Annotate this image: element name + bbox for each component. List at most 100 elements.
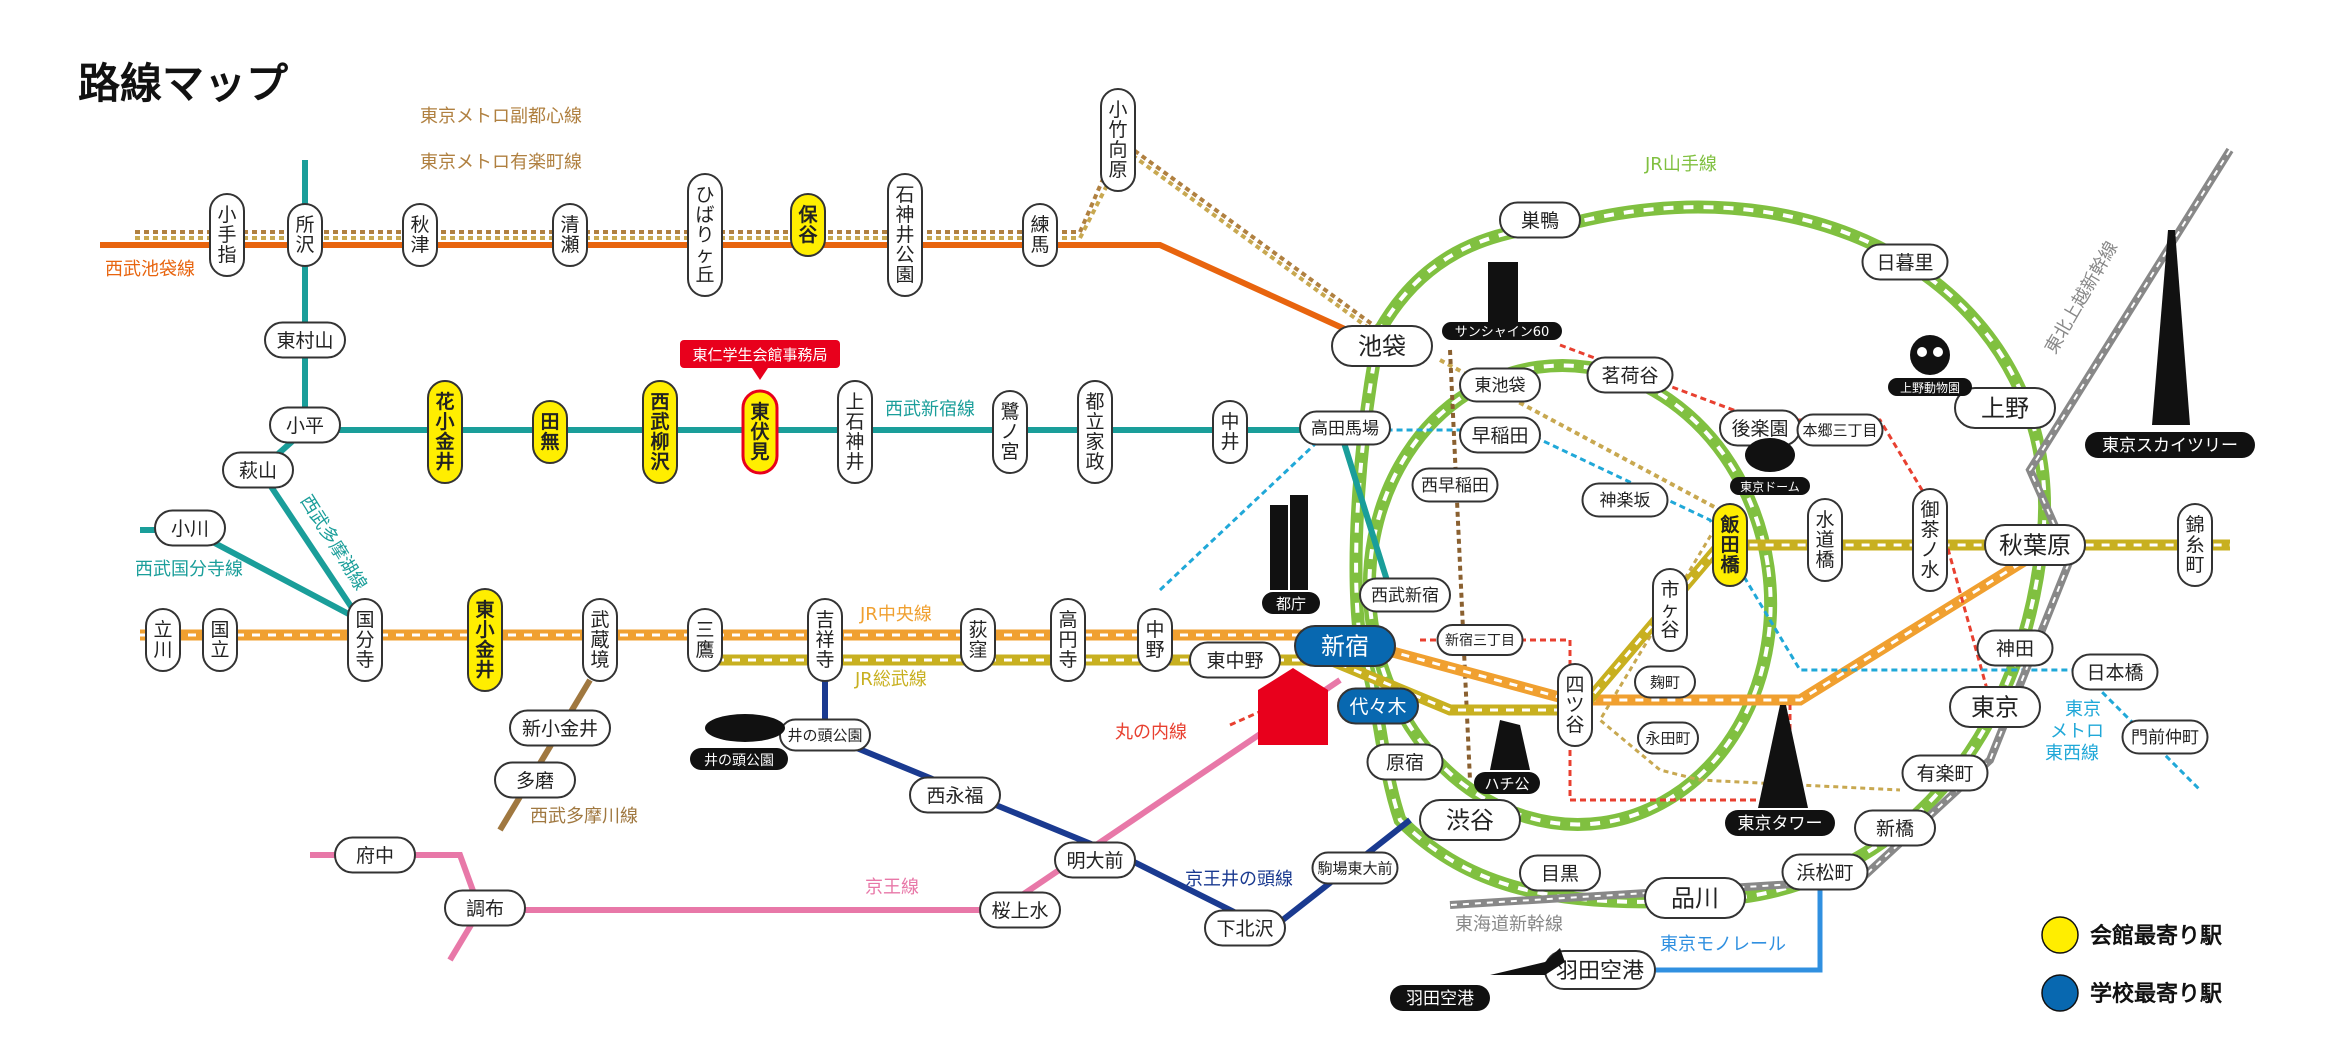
- station-label: 西武柳沢: [650, 391, 670, 473]
- station-label: 四ツ谷: [1565, 674, 1584, 736]
- station-shakujii[interactable]: 石神井公園: [887, 173, 923, 297]
- station-label: 西永福: [926, 785, 983, 807]
- station-yoyogi[interactable]: 代々木: [1337, 687, 1419, 725]
- station-iidabashi[interactable]: 飯田橋: [1712, 503, 1748, 587]
- station-inokashirakoen[interactable]: 井の頭公園: [779, 718, 871, 752]
- station-tokyo[interactable]: 東京: [1949, 686, 2041, 728]
- station-kamishakujii[interactable]: 上石神井: [837, 380, 873, 484]
- station-nakano[interactable]: 中野: [1137, 608, 1173, 672]
- label-chuo: JR中央線: [859, 604, 932, 625]
- station-saginomiya[interactable]: 鷺ノ宮: [992, 390, 1028, 474]
- station-haijima[interactable]: 萩山: [222, 451, 294, 489]
- station-kunitachi[interactable]: 国立: [202, 608, 238, 672]
- station-kagurazaka[interactable]: 神楽坂: [1581, 482, 1669, 518]
- svg-text:井の頭公園: 井の頭公園: [704, 753, 774, 769]
- station-label: 日暮里: [1876, 252, 1933, 274]
- station-takadanobaba[interactable]: 高田馬場: [1299, 410, 1391, 446]
- station-nerima[interactable]: 練馬: [1022, 203, 1058, 267]
- station-label: 武蔵境: [590, 609, 609, 671]
- station-nagatacho[interactable]: 永田町: [1637, 721, 1699, 755]
- station-tanashi[interactable]: 田無: [532, 400, 568, 464]
- label-seibu-ikebukuro: 西武池袋線: [105, 259, 195, 280]
- station-fuchu[interactable]: 府中: [334, 836, 416, 874]
- station-higashinakano[interactable]: 東中野: [1189, 641, 1281, 679]
- station-kotakemukaihara[interactable]: 小竹向原: [1100, 88, 1136, 192]
- legend: 会館最寄り駅 学校最寄り駅: [2041, 916, 2222, 1012]
- station-seibushinjuku[interactable]: 西武新宿: [1359, 577, 1451, 613]
- station-shinagawa[interactable]: 品川: [1644, 877, 1746, 919]
- station-komabatodaimae[interactable]: 駒場東大前: [1311, 851, 1399, 885]
- yamanote-loop: [1349, 200, 2051, 909]
- station-nihonbashi[interactable]: 日本橋: [2071, 653, 2159, 691]
- station-tama[interactable]: 多磨: [494, 761, 576, 799]
- station-monzennakacho[interactable]: 門前仲町: [2121, 719, 2209, 755]
- station-kojimachi[interactable]: 麹町: [1634, 665, 1696, 699]
- station-haneda[interactable]: 羽田空港: [1544, 950, 1656, 990]
- station-kanda[interactable]: 神田: [1976, 629, 2054, 667]
- station-shinjuku[interactable]: 新宿: [1294, 625, 1396, 667]
- station-meidaimae[interactable]: 明大前: [1054, 841, 1136, 879]
- station-hanakoganei[interactable]: 花小金井: [427, 380, 463, 484]
- station-label: 羽田空港: [1556, 959, 1644, 984]
- station-yotsuya[interactable]: 四ツ谷: [1557, 663, 1593, 747]
- station-nakai[interactable]: 中井: [1212, 400, 1248, 464]
- station-shibuya[interactable]: 渋谷: [1419, 799, 1521, 841]
- station-higashikoganei[interactable]: 東小金井: [467, 588, 503, 692]
- station-shinkoganei[interactable]: 新小金井: [509, 709, 611, 747]
- station-ogawa[interactable]: 小川: [154, 509, 226, 547]
- station-suidobashi[interactable]: 水道橋: [1807, 498, 1843, 582]
- station-label: 本郷三丁目: [1802, 421, 1877, 439]
- svg-text:都庁: 都庁: [1276, 595, 1306, 613]
- station-label: 練馬: [1030, 214, 1049, 256]
- station-ichigaya[interactable]: 市ヶ谷: [1652, 568, 1688, 652]
- station-shimbashi[interactable]: 新橋: [1854, 809, 1936, 847]
- station-nishieifuku[interactable]: 西永福: [909, 776, 1001, 814]
- station-higashiikebukuro[interactable]: 東池袋: [1459, 367, 1541, 403]
- station-meguro[interactable]: 目黒: [1519, 854, 1601, 892]
- station-ogikubo[interactable]: 荻窪: [960, 608, 996, 672]
- station-kokubunji[interactable]: 国分寺: [347, 598, 383, 682]
- station-tachikawa[interactable]: 立川: [145, 608, 181, 672]
- station-kodaira[interactable]: 小平: [269, 406, 341, 444]
- station-higashimurayama[interactable]: 東村山: [264, 321, 346, 359]
- station-sakurajosui[interactable]: 桜上水: [979, 891, 1061, 929]
- station-ochanomizu[interactable]: 御茶ノ水: [1912, 488, 1948, 592]
- station-harajuku[interactable]: 原宿: [1366, 743, 1444, 781]
- station-ueno[interactable]: 上野: [1954, 387, 2056, 429]
- station-nishiwaseda[interactable]: 西早稲田: [1411, 467, 1499, 503]
- station-musashisakai[interactable]: 武蔵境: [582, 598, 618, 682]
- station-nishiyagisawa[interactable]: 西武柳沢: [642, 380, 678, 484]
- station-kichijoji[interactable]: 吉祥寺: [807, 598, 843, 682]
- station-label: 秋葉原: [1999, 532, 2071, 560]
- station-hibarigaoka[interactable]: ひばりヶ丘: [687, 173, 723, 297]
- station-myogadani[interactable]: 茗荷谷: [1586, 356, 1674, 394]
- station-hamamatsucho[interactable]: 浜松町: [1781, 853, 1869, 891]
- station-kiyose[interactable]: 清瀬: [552, 203, 588, 267]
- station-kotesashi[interactable]: 小手指: [209, 193, 245, 277]
- station-tokorozawa[interactable]: 所沢: [287, 203, 323, 267]
- station-label: 調布: [466, 898, 504, 920]
- station-hongo[interactable]: 本郷三丁目: [1796, 413, 1884, 447]
- station-shimokitazawa[interactable]: 下北沢: [1204, 909, 1286, 947]
- station-yurakucho[interactable]: 有楽町: [1901, 754, 1989, 792]
- metro-yurakucho-line: [135, 149, 1127, 240]
- station-sugamo[interactable]: 巣鴨: [1499, 201, 1581, 239]
- station-mitaka[interactable]: 三鷹: [687, 608, 723, 672]
- station-toritsukasei[interactable]: 都立家政: [1077, 380, 1113, 484]
- station-chofu[interactable]: 調布: [444, 889, 526, 927]
- station-hoya[interactable]: 保谷: [790, 193, 826, 257]
- station-ikebukuro[interactable]: 池袋: [1331, 325, 1433, 367]
- station-akitsu[interactable]: 秋津: [402, 203, 438, 267]
- station-waseda[interactable]: 早稲田: [1459, 416, 1541, 454]
- station-kinshicho[interactable]: 錦糸町: [2177, 503, 2213, 587]
- station-label: 石神井公園: [895, 184, 914, 286]
- station-korakuen[interactable]: 後楽園: [1719, 409, 1801, 447]
- station-akihabara[interactable]: 秋葉原: [1984, 524, 2086, 566]
- station-nippori[interactable]: 日暮里: [1861, 243, 1949, 281]
- station-shinjukusanchome[interactable]: 新宿三丁目: [1436, 624, 1524, 656]
- station-higashifushimi[interactable]: 東伏見: [741, 389, 779, 475]
- page-title: 路線マップ: [78, 59, 289, 108]
- label-tamagawa: 西武多摩川線: [530, 806, 638, 827]
- label-yamanote: JR山手線: [1644, 154, 1717, 175]
- station-koenji[interactable]: 高円寺: [1050, 598, 1086, 682]
